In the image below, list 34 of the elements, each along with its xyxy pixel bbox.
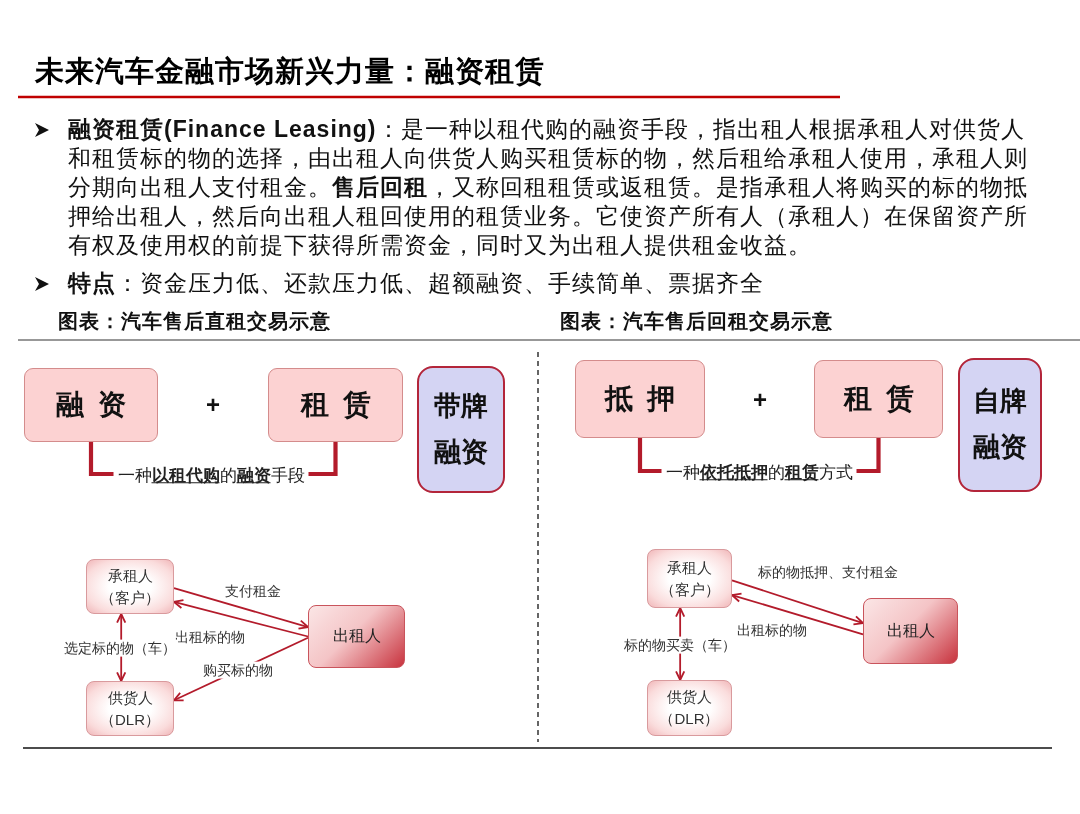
body-paragraph: 融资租赁(Finance Leasing)：是一种以租代购的融资手段，指出租人根据承租人对供货人和租赁标的物的选择，由出租人向供货人购买租赁标的物，然后租给承租人使用，承租人则分期向出租人支付租金。售后回租，又称回租租赁或返租赁。是指承租人将购买的标的物抵押给出租人，然后向出租人租回使用的租赁业务。它使资产所有人（承租人）在保留资产所有权及使用权的前提下获得所需资金，同时又为出租人提供租金收益。 (68, 115, 1029, 260)
party-box: 供货人（DLR） (647, 680, 732, 736)
edge-label: 出租标的物 (735, 621, 809, 639)
bracket-line (856, 438, 881, 474)
edge-label: 选定标的物（车） (62, 639, 178, 657)
body-paragraph: 特点：资金压力低、还款压力低、超额融资、手续简单、票据齐全 (68, 269, 765, 298)
term-box: 租赁 (814, 360, 943, 438)
bracket-line (637, 438, 662, 474)
term-box: 抵押 (575, 360, 705, 438)
party-box: 承租人（客户） (86, 559, 174, 614)
bracket-line (88, 442, 114, 477)
party-box: 承租人（客户） (647, 549, 732, 608)
edge-label: 标的物抵押、支付租金 (756, 563, 900, 581)
arrow (731, 592, 864, 636)
edge-label: 支付租金 (223, 582, 283, 600)
annotation-text: 一种以租代购的融资手段 (113, 463, 309, 489)
plus-sign: + (753, 386, 767, 414)
arrow (731, 579, 864, 626)
edge-label: 购买标的物 (201, 661, 275, 679)
slide-title: 未来汽车金融市场新兴力量：融资租赁 (35, 54, 545, 89)
arrow (173, 587, 309, 630)
term-box: 租赁 (268, 368, 403, 442)
bracket-line (308, 442, 338, 477)
party-box: 供货人（DLR） (86, 681, 174, 736)
highlight-box: 带牌融资 (417, 366, 505, 493)
term-box: 融资 (24, 368, 158, 442)
chart-caption: 图表：汽车售后直租交易示意 (58, 309, 331, 334)
annotation-text: 一种依托抵押的租赁方式 (661, 460, 857, 486)
lessor-box: 出租人 (308, 605, 405, 668)
highlight-box: 自牌融资 (958, 358, 1042, 492)
plus-sign: + (206, 391, 220, 419)
lessor-box: 出租人 (863, 598, 958, 664)
chart-caption: 图表：汽车售后回租交易示意 (560, 309, 833, 334)
arrow (173, 599, 309, 638)
